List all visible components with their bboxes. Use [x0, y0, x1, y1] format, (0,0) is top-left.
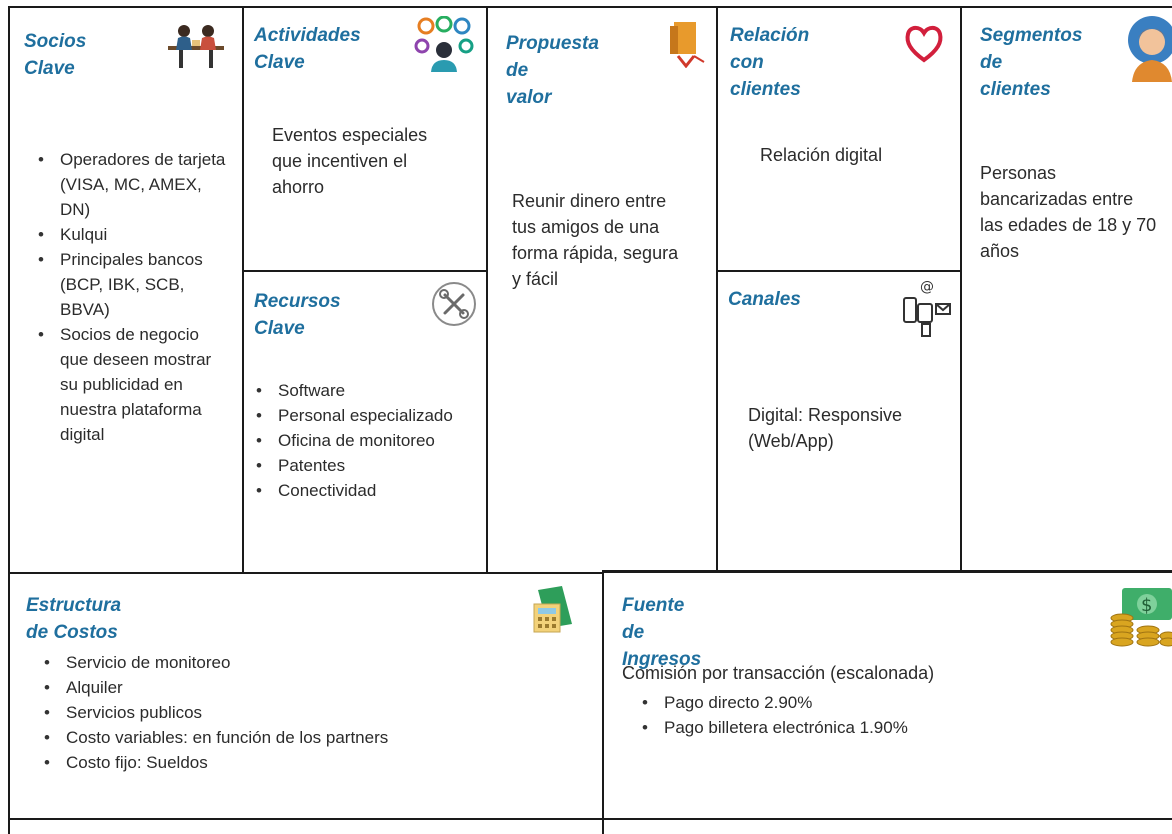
title-line: Propuesta de [506, 33, 599, 81]
divider-h-middle-right [602, 570, 1172, 573]
actividades-clave-title: Actividades Clave [254, 22, 361, 76]
fuente-ingresos-title: Fuente de Ingresos [622, 595, 702, 670]
title-line: valor [506, 87, 552, 108]
list-item: Servicio de monitoreo [36, 650, 596, 675]
segmentos-clientes-title: Segmentos de clientes [980, 22, 1082, 103]
list-item: Oficina de monitoreo [248, 428, 484, 453]
propuesta-valor-title: Propuesta de valor [506, 30, 599, 111]
divider-h-actividades [242, 270, 488, 272]
fuente-ingresos-text: Comisión por transacción (escalonada) [622, 663, 935, 683]
border-left [8, 6, 10, 834]
recursos-clave-list: Software Personal especializado Oficina … [248, 378, 484, 503]
divider-h-middle-left [8, 572, 604, 574]
title-line: clientes [730, 79, 801, 100]
list-item: Operadores de tarjeta (VISA, MC, AMEX, D… [30, 147, 230, 222]
list-item: Costo fijo: Sueldos [36, 750, 596, 775]
svg-text:$: $ [1141, 595, 1152, 616]
divider-v3 [716, 6, 718, 572]
actividades-clave-text: Eventos especiales que incentiven el aho… [272, 125, 428, 197]
canales-title: Canales [728, 289, 801, 310]
title-line: Clave [254, 52, 305, 73]
people-meeting-icon [168, 25, 224, 68]
socios-clave-title: Socios Clave [24, 31, 87, 79]
gift-box-icon [670, 22, 705, 68]
fuente-ingresos-list: Pago directo 2.90% Pago billetera electr… [634, 690, 1074, 740]
title-line: Clave [254, 318, 305, 339]
recursos-clave-title: Recursos Clave [254, 288, 341, 342]
relacion-clientes-title: Relación con clientes [730, 22, 809, 103]
list-item: Software [248, 378, 484, 403]
divider-h-relacion [716, 270, 962, 272]
estructura-costos-title: Estructura de Costos [26, 595, 122, 643]
socios-clave-list: Operadores de tarjeta (VISA, MC, AMEX, D… [30, 147, 230, 447]
tools-icon [432, 282, 476, 326]
border-top [8, 6, 1172, 8]
divider-v2 [486, 6, 488, 572]
list-item: Kulqui [30, 222, 230, 247]
team-network-icon [414, 16, 474, 72]
money-coins-icon: $ [1110, 588, 1172, 647]
heart-icon [905, 25, 943, 63]
segmentos-clientes-text: Personas bancarizadas entre las edades d… [980, 163, 1157, 261]
title-line: Actividades [254, 25, 361, 46]
border-bottom [8, 818, 1172, 820]
list-item: Socios de negocio que deseen mostrar su … [30, 322, 230, 447]
divider-v4 [960, 6, 962, 572]
list-item: Pago directo 2.90% [634, 690, 1074, 715]
divider-v1 [242, 6, 244, 572]
canales-text: Digital: Responsive (Web/App) [748, 405, 903, 451]
title-line: Segmentos de [980, 25, 1083, 73]
relacion-clientes-text: Relación digital [760, 145, 883, 165]
calculator-folder-icon [533, 586, 572, 633]
title-line: Recursos [254, 291, 341, 312]
devices-channels-icon: @ [903, 279, 951, 337]
person-avatar-icon [1128, 16, 1172, 82]
svg-text:@: @ [920, 279, 934, 295]
list-item: Servicios publicos [36, 700, 596, 725]
title-line: Relación con [730, 25, 810, 73]
estructura-costos-list: Servicio de monitoreo Alquiler Servicios… [36, 650, 596, 775]
list-item: Personal especializado [248, 403, 484, 428]
list-item: Alquiler [36, 675, 596, 700]
list-item: Patentes [248, 453, 484, 478]
list-item: Pago billetera electrónica 1.90% [634, 715, 1074, 740]
divider-v-bottom [602, 570, 604, 834]
list-item: Costo variables: en función de los partn… [36, 725, 596, 750]
list-item: Conectividad [248, 478, 484, 503]
list-item: Principales bancos (BCP, IBK, SCB, BBVA) [30, 247, 230, 322]
title-line: clientes [980, 79, 1051, 100]
propuesta-valor-text: Reunir dinero entre tus amigos de una fo… [512, 191, 679, 289]
